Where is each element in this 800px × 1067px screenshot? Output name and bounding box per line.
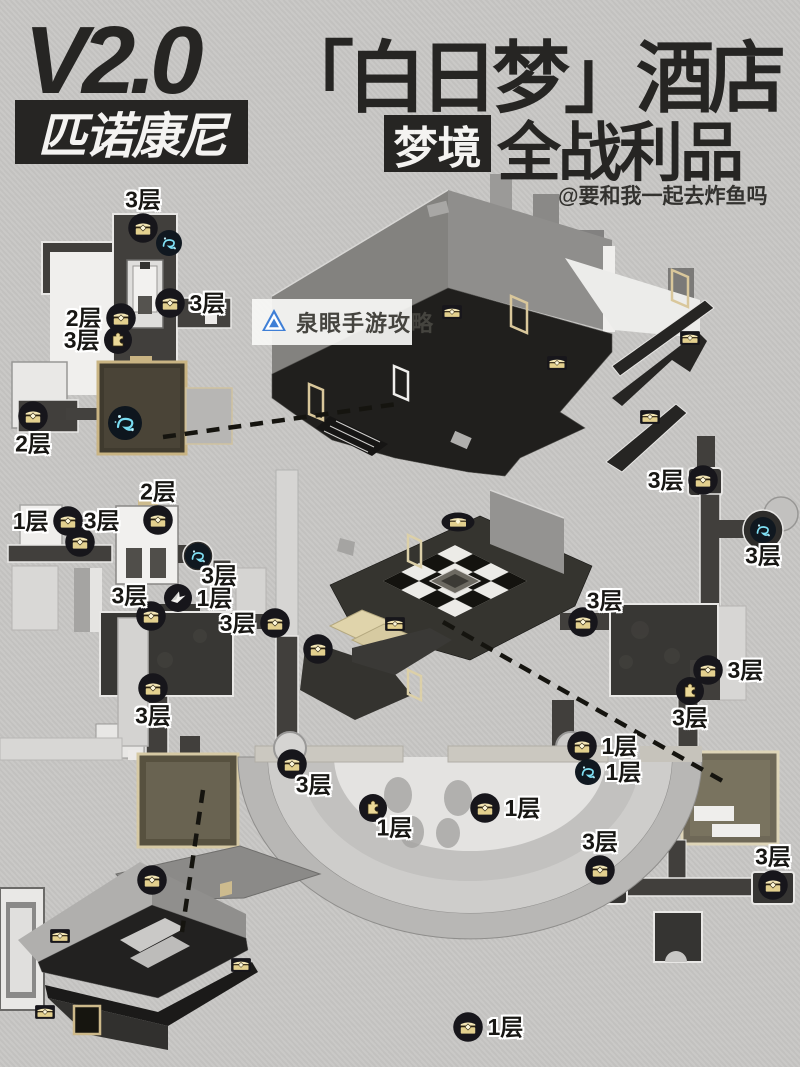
map-marker-chest: 3层 [135,673,171,727]
map-marker-puzzle: 3层 [64,326,133,355]
map-marker-plate [385,617,406,632]
floor-label: 3层 [727,656,764,683]
floor-label: 3层 [647,466,684,493]
map-marker-chest [303,634,334,665]
map-marker-plate [640,410,661,425]
dashed-links [162,401,728,933]
map-marker-warp: 1层 [575,759,641,786]
floor-label: 3层 [586,587,623,614]
map-marker-chest: 1层 [13,506,84,537]
map-marker-plate [680,331,701,346]
map-marker-chest: 3层 [568,589,623,638]
map-marker-chest: 3层 [125,188,161,244]
map-marker-puzzle: 3层 [672,677,708,729]
section-top-left [11,213,233,456]
map-marker-warp: 3层 [745,517,781,567]
map-marker-chest: 3层 [582,830,618,886]
floor-label: 3层 [189,289,226,316]
watermark: 泉眼手游攻略 [252,299,433,345]
map-marker-plate [547,356,568,371]
floor-label: 2层 [140,478,176,505]
section-amphitheater [237,731,703,940]
floor-label: 1层 [487,1013,524,1040]
floor-label: 1层 [12,507,49,534]
map-marker-plate [50,929,71,944]
floor-label: 1层 [504,794,541,821]
dashed-connector-line [179,789,206,933]
watermark-triangle-logo-icon [259,305,289,340]
floor-label: 2层 [15,430,51,457]
dashed-connector-line [162,401,398,440]
map-marker-chest [137,865,168,896]
map-marker-plate [442,305,463,320]
map-marker-plate [231,958,252,973]
map-marker-chest: 2层 [140,480,176,536]
map-marker-chest: 3层 [648,465,719,496]
map-marker-puzzle: 1层 [359,794,412,839]
map-marker-chest: 1层 [453,1012,523,1043]
map-marker-chest: 3层 [65,509,120,558]
map-marker-chest: 3层 [277,749,332,796]
floor-label: 3层 [111,582,148,609]
map-marker-chest: 1层 [567,731,637,762]
dashed-connector-line [441,620,728,785]
floor-label: 3层 [672,704,708,731]
floor-label: 3层 [219,609,256,636]
floor-label: 3层 [135,702,171,729]
floor-label: 3层 [582,828,618,855]
map-marker-chest: 3层 [155,288,225,319]
map-marker-chest: 2层 [66,303,137,334]
map-marker-warp [156,230,183,257]
map-marker-chest: 2层 [15,401,51,455]
watermark-text: 泉眼手游攻略 [296,311,435,336]
floor-label: 3层 [83,507,120,534]
map-marker-plate [35,1005,56,1020]
floor-label: 1层 [196,584,233,611]
floor-label: 1层 [601,732,638,759]
map-marker-chest: 3层 [220,608,291,639]
map-marker-chest: 3层 [111,584,167,632]
floor-label: 2层 [65,304,102,331]
floor-label: 1层 [605,758,642,785]
floor-label: 3层 [201,562,238,589]
map-marker-chest: 3层 [693,655,763,686]
floor-label: 1层 [376,814,413,841]
floor-label: 3层 [745,542,781,569]
floor-label: 3层 [295,771,332,798]
map-marker-music [107,405,143,441]
map-marker-warp: 3层 [185,543,237,587]
section-west-corridors [0,617,149,1011]
map-marker-ovalchest [441,512,475,532]
floor-label: 3层 [63,326,100,353]
floor-label: 3层 [755,843,791,870]
map-marker-chest: 3层 [755,845,791,901]
floor-label: 3层 [125,186,161,213]
map-marker-bird: 1层 [164,584,232,613]
map-marker-chest: 1层 [470,793,540,824]
